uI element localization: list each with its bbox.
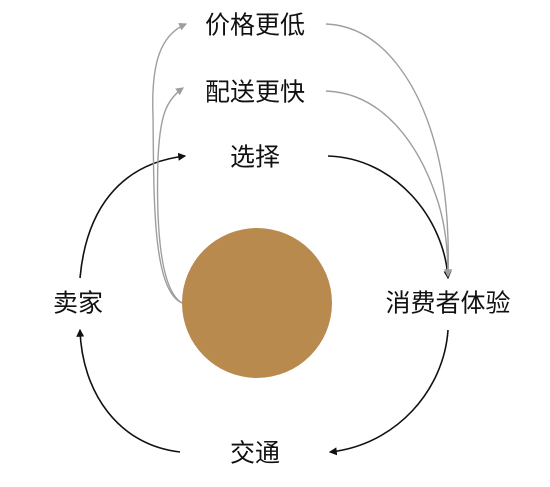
arrow-seller-to-choice — [79, 152, 187, 279]
arrow-price-to-experience — [325, 23, 453, 278]
node-choice: 选择 — [229, 142, 281, 172]
arrow-center-to-price — [152, 22, 188, 304]
arrow-center-to-delivery — [156, 87, 184, 304]
arrow-experience-to-traffic — [328, 329, 449, 456]
node-delivery: 配送更快 — [204, 77, 306, 107]
arrow-delivery-to-experience — [325, 90, 452, 278]
node-traffic: 交通 — [229, 438, 281, 468]
node-price: 价格更低 — [204, 10, 306, 40]
arrow-choice-to-experience — [327, 155, 452, 280]
node-experience: 消费者体验 — [385, 288, 511, 318]
node-seller: 卖家 — [52, 288, 104, 318]
arrow-traffic-to-seller — [76, 328, 181, 453]
center-circle — [182, 228, 332, 378]
